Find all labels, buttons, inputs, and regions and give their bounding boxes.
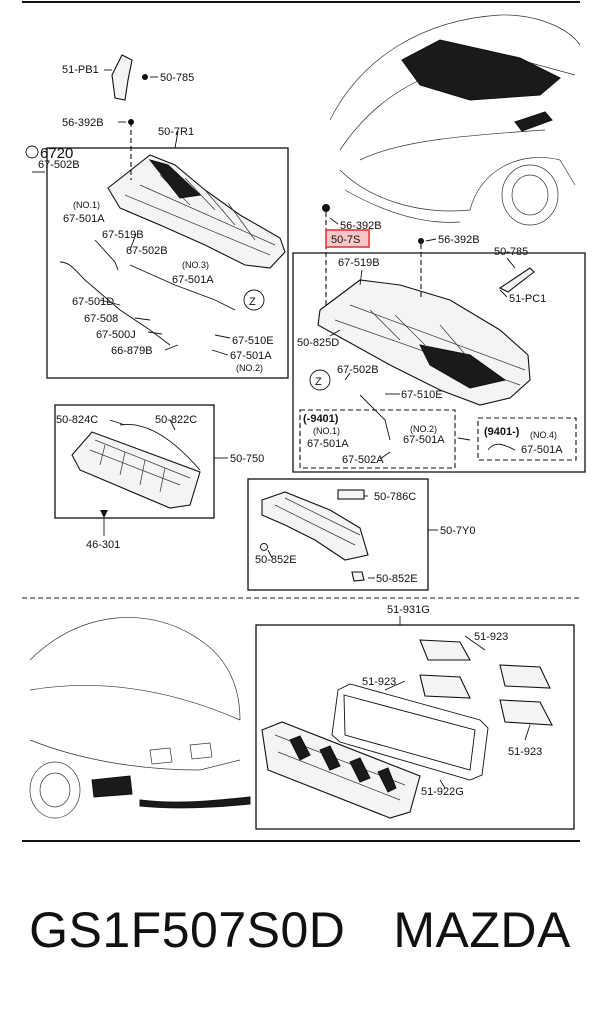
label-67-501a-e: 67-501A <box>403 434 445 446</box>
z-marker-left <box>243 289 265 311</box>
label-50-785-a: 50-785 <box>160 72 194 84</box>
label-50-7s: 50-7S <box>331 234 360 246</box>
label-51-931g: 51-931G <box>387 604 430 616</box>
bolt-icon <box>322 204 424 305</box>
z-marker-right <box>309 369 331 391</box>
label-z-right: Z <box>315 376 322 388</box>
grille-panel-part <box>261 721 421 819</box>
label-no3: (NO.3) <box>182 260 209 270</box>
dash-group-9401-post <box>477 417 577 461</box>
cowl-panel-right <box>317 279 531 406</box>
label-no2-b: (NO.2) <box>410 424 437 434</box>
label-67-501d: 67-501D <box>72 296 114 308</box>
label-50-7r1: 50-7R1 <box>158 126 194 138</box>
label-56-392b-b: 56-392B <box>340 220 382 232</box>
label-67-510e-a: 67-510E <box>232 335 274 347</box>
clip-parts <box>419 639 553 726</box>
label-50-7y0: 50-7Y0 <box>440 525 475 537</box>
cowl-panel-left <box>107 154 286 269</box>
label-50-822c: 50-822C <box>155 414 197 426</box>
bracket-51-pb1 <box>111 54 133 101</box>
label-50-852e-a: 50-852E <box>255 554 297 566</box>
label-no4: (NO.4) <box>530 430 557 440</box>
cowl-duct-box <box>247 478 429 591</box>
label-67-519b-a: 67-519B <box>102 229 144 241</box>
label-46-301: 46-301 <box>86 539 120 551</box>
label-no2-a: (NO.2) <box>236 363 263 373</box>
label-51-922g: 51-922G <box>421 786 464 798</box>
label-67-508: 67-508 <box>84 313 118 325</box>
label-67-501a-b: 67-501A <box>172 274 214 286</box>
label-67-519b-b: 67-519B <box>338 257 380 269</box>
label-no1-a: (NO.1) <box>73 200 100 210</box>
caption: GS1F507S0D MAZDA <box>0 885 600 975</box>
leader-lines <box>32 69 531 789</box>
cowl-assembly-box-right <box>292 252 586 473</box>
label-9401-pre: (-9401) <box>303 413 339 425</box>
label-67-510e-b: 67-510E <box>401 389 443 401</box>
part-number: GS1F507S0D <box>29 902 346 958</box>
label-51-pb1: 51-PB1 <box>62 64 99 76</box>
label-no1-b: (NO.1) <box>313 426 340 436</box>
label-50-750: 50-750 <box>230 453 264 465</box>
cowl-grille-part <box>71 431 201 509</box>
label-66-879b: 66-879B <box>111 345 153 357</box>
bolt-icon <box>128 74 148 180</box>
label-67-500j: 67-500J <box>96 329 136 341</box>
label-z-left: Z <box>249 296 256 308</box>
cowl-assembly-box <box>46 147 289 379</box>
label-9401-post: (9401-) <box>484 426 520 438</box>
label-50-824c: 50-824C <box>56 414 98 426</box>
label-67-502b-c: 67-502B <box>337 364 379 376</box>
car-rear-illustration <box>29 617 251 819</box>
label-67-501a-d: 67-501A <box>307 438 349 450</box>
cowl-duct-part <box>260 489 369 582</box>
label-50-852e-b: 50-852E <box>376 573 418 585</box>
label-67-501a-c: 67-501A <box>230 350 272 362</box>
label-67-501a-f: 67-501A <box>521 444 563 456</box>
car-front-illustration <box>329 14 581 226</box>
strip-51-pc1 <box>498 267 535 293</box>
brand-name: MAZDA <box>393 902 571 958</box>
parts-diagram: 51-PB1 50-785 56-392B 50-7R1 6720 67-502… <box>22 1 586 842</box>
highlight-50-7s <box>325 229 370 248</box>
label-51-923-c: 51-923 <box>508 746 542 758</box>
label-56-392b-a: 56-392B <box>62 117 104 129</box>
label-51-923-a: 51-923 <box>474 631 508 643</box>
label-51-pc1: 51-PC1 <box>509 293 546 305</box>
connector-icon <box>25 145 39 159</box>
spoiler-kit-box <box>255 624 575 830</box>
label-50-825d: 50-825D <box>297 337 339 349</box>
seal-ring-part <box>331 683 489 781</box>
label-50-785-b: 50-785 <box>494 246 528 258</box>
label-67-502b-a: 67-502B <box>38 159 80 171</box>
label-51-923-b: 51-923 <box>362 676 396 688</box>
cowl-grille-box <box>54 404 215 519</box>
bolt-icon <box>100 510 108 528</box>
label-50-786c: 50-786C <box>374 491 416 503</box>
dash-group-9401-pre <box>299 409 456 469</box>
label-56-392b-c: 56-392B <box>438 234 480 246</box>
label-67-502b-b: 67-502B <box>126 245 168 257</box>
hose-left <box>59 261 171 346</box>
label-67-502a: 67-502A <box>342 454 384 466</box>
label-67-501a-a: 67-501A <box>63 213 105 225</box>
label-6720: 6720 <box>40 145 73 162</box>
